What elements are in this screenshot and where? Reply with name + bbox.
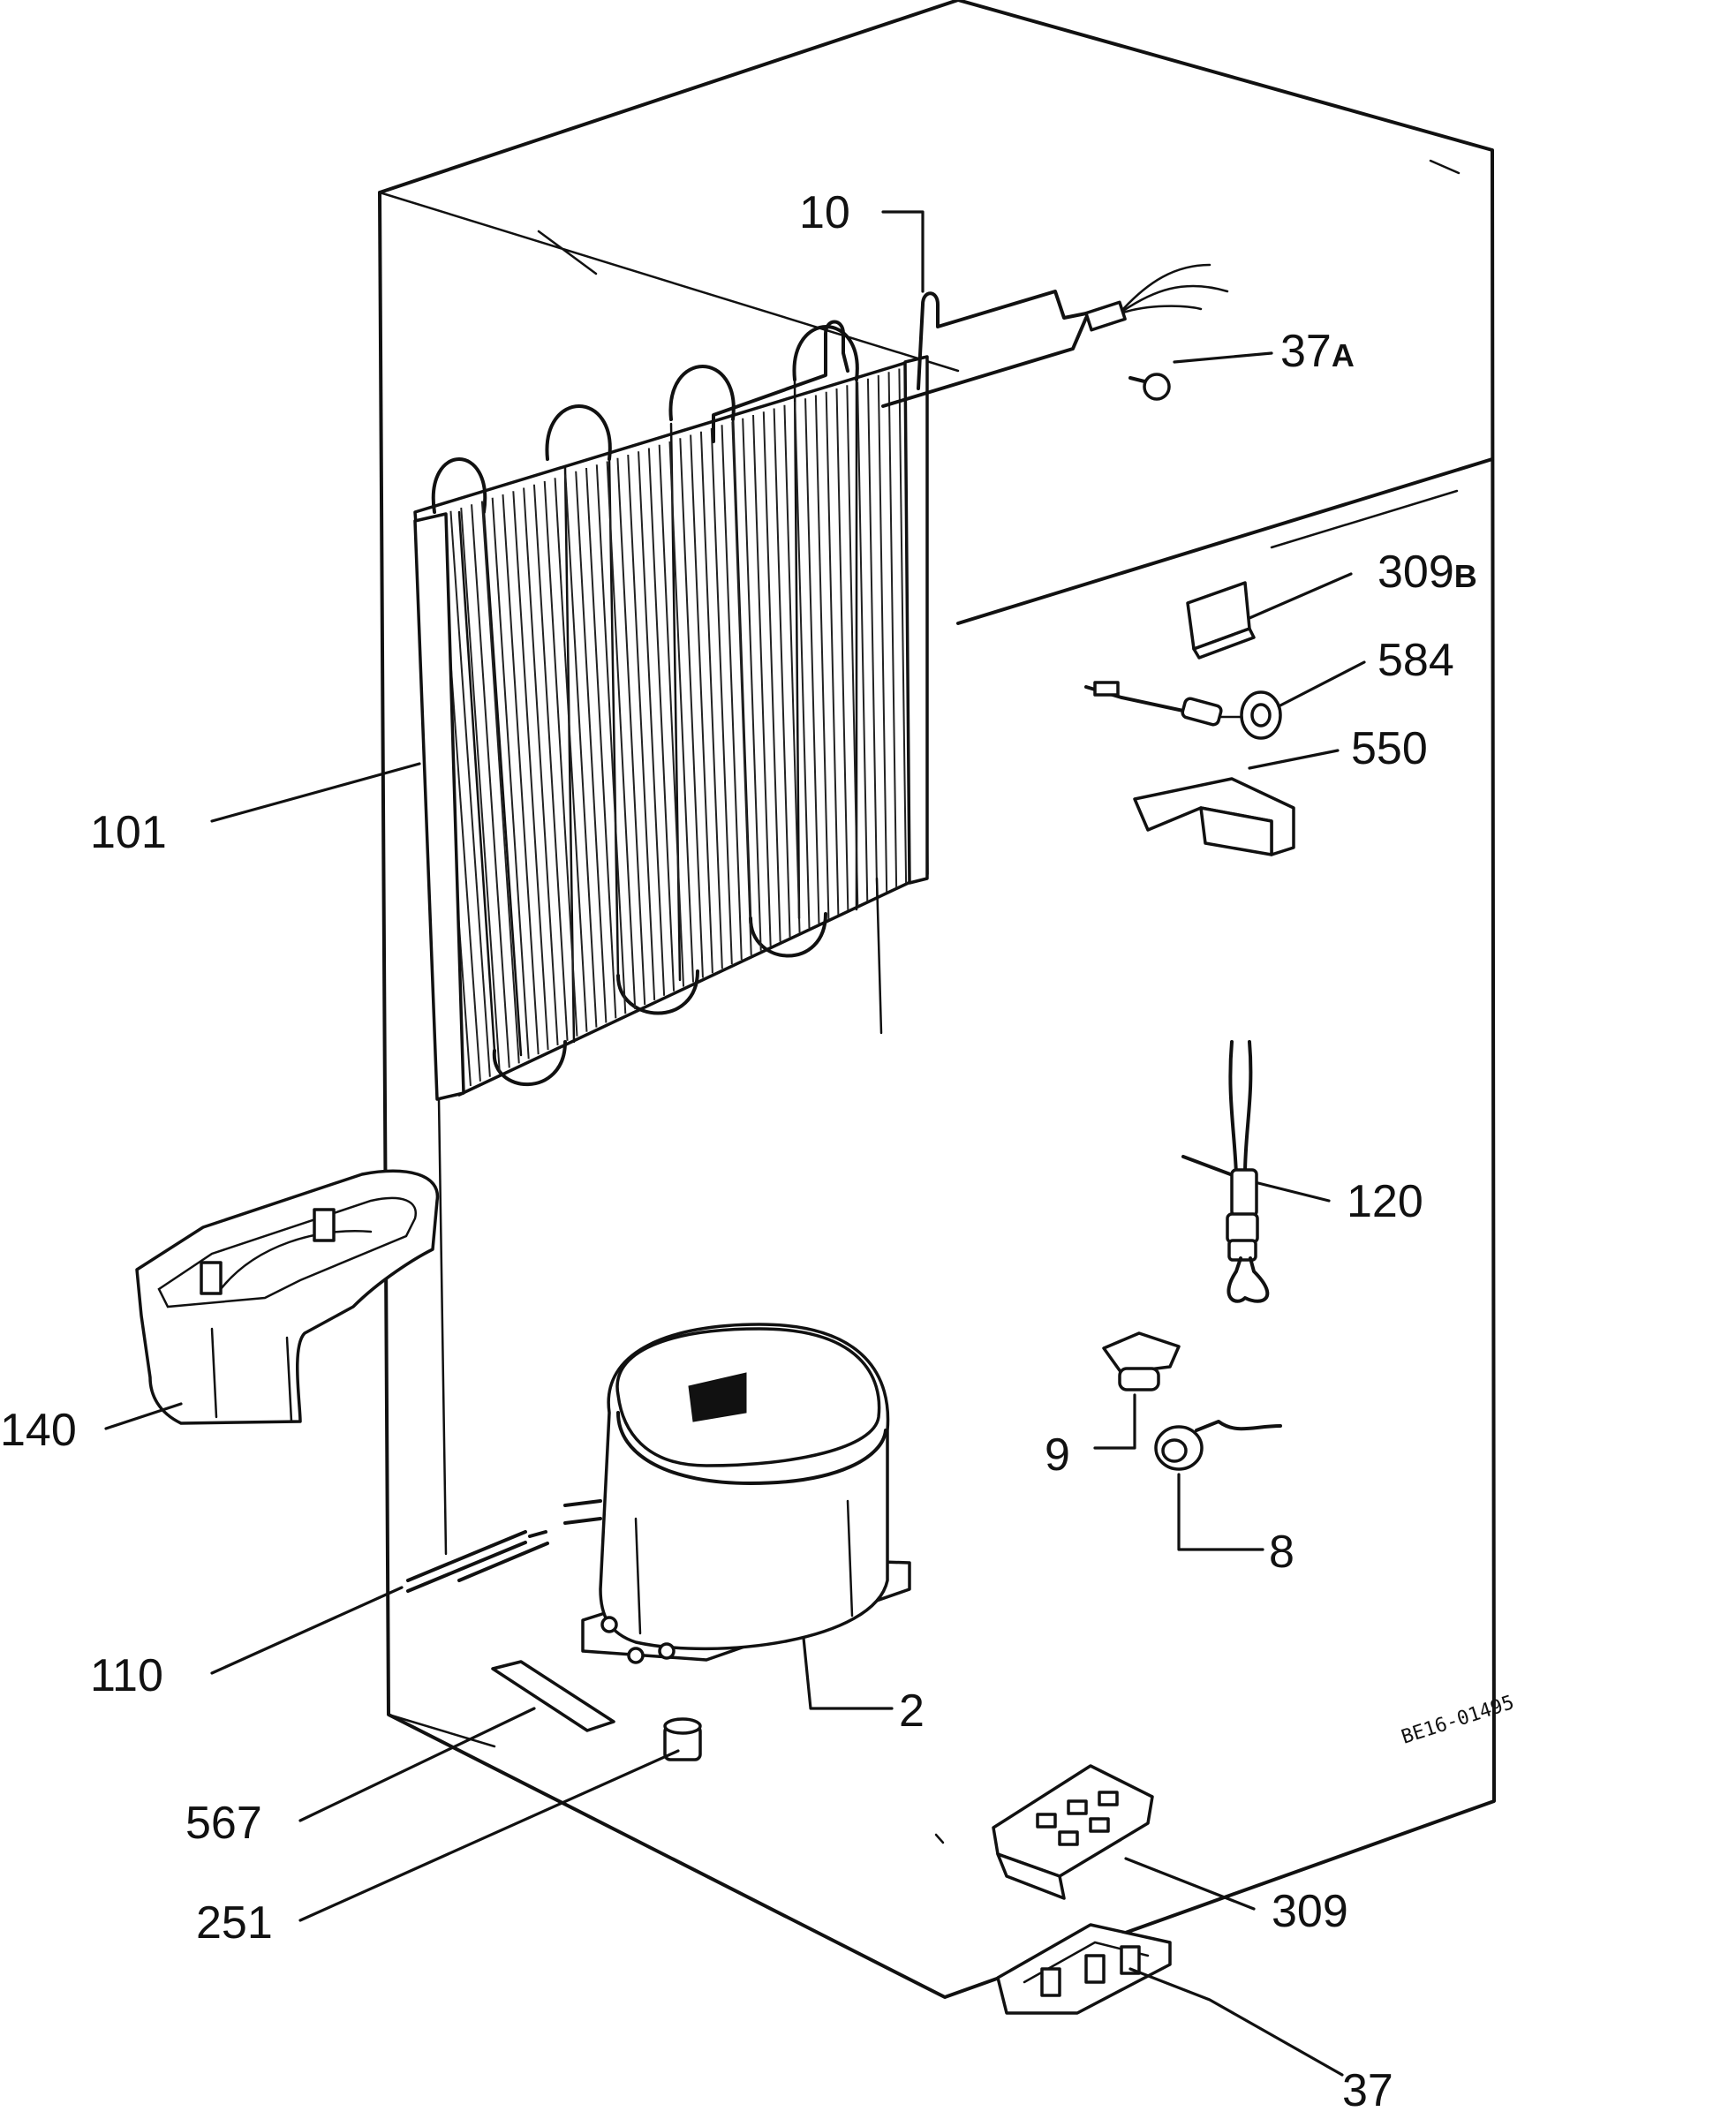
condenser-fin xyxy=(835,388,849,910)
condenser-fin xyxy=(554,478,588,1032)
part-label-120: 120 xyxy=(1347,1176,1423,1227)
condenser-fin xyxy=(627,454,656,1000)
part-label-10: 10 xyxy=(799,187,850,238)
capillary-drier-10 xyxy=(712,263,1229,443)
condenser-fin xyxy=(575,471,608,1023)
cabinet-outline xyxy=(378,0,1496,1999)
condenser-fin xyxy=(783,404,801,933)
condenser-fin xyxy=(710,427,733,965)
condenser-fin xyxy=(804,398,820,924)
condenser-fin xyxy=(898,368,908,884)
condenser-fin xyxy=(814,395,830,920)
part-label-567: 567 xyxy=(185,1798,262,1849)
compressor-2 xyxy=(528,1323,911,1664)
condenser-fin xyxy=(585,467,617,1019)
terminal-block-309 xyxy=(992,1764,1154,1900)
bracket-550 xyxy=(1133,777,1295,856)
part-label-550: 550 xyxy=(1351,723,1428,774)
condenser-101 xyxy=(413,325,929,1556)
part-label-101: 101 xyxy=(90,807,167,858)
part-label-140: 140 xyxy=(0,1405,77,1456)
overload-8 xyxy=(1154,1420,1282,1471)
condenser-fin xyxy=(846,385,859,906)
condenser-fin xyxy=(471,504,510,1068)
condenser-fin xyxy=(857,381,869,901)
cover-309b xyxy=(1186,581,1256,660)
condenser-fin xyxy=(877,374,888,893)
cover-box-37 xyxy=(996,1923,1172,2015)
part-label-110: 110 xyxy=(90,1650,163,1701)
condenser-fin xyxy=(606,461,637,1010)
condenser-fin xyxy=(668,441,694,983)
part-label-309: 309 xyxy=(1272,1886,1348,1937)
condenser-fin xyxy=(825,391,840,915)
tube-110 xyxy=(406,1530,549,1593)
condenser-fin xyxy=(866,378,879,897)
part-label-584: 584 xyxy=(1377,635,1454,686)
part-label-9: 9 xyxy=(1045,1429,1070,1481)
part-label-251: 251 xyxy=(196,1897,273,1949)
part-labels: 10 37A 309B 584 550 101 120 140 9 8 110 … xyxy=(0,187,1477,2116)
condenser-fin xyxy=(773,408,791,938)
drip-tray-140 xyxy=(135,1169,440,1425)
condenser-fin xyxy=(647,448,676,992)
part-label-37a: 37A xyxy=(1280,326,1355,377)
condenser-fin xyxy=(532,484,569,1041)
condenser-fin xyxy=(742,418,762,951)
condenser-fin xyxy=(721,425,743,961)
condenser-fin xyxy=(512,491,549,1051)
condenser-fin xyxy=(460,507,501,1073)
condenser-fin xyxy=(679,438,704,978)
relay-9 xyxy=(1102,1331,1181,1391)
condenser-fin xyxy=(491,497,530,1060)
condenser-fin xyxy=(690,434,713,974)
condenser-fin xyxy=(794,401,811,929)
condenser-fin xyxy=(887,372,898,888)
part-label-8: 8 xyxy=(1269,1527,1294,1578)
part-label-2: 2 xyxy=(899,1685,925,1737)
condenser-fin xyxy=(699,431,723,969)
part-label-37: 37 xyxy=(1342,2065,1393,2116)
condenser-fin xyxy=(731,421,752,955)
condenser-fin xyxy=(564,474,598,1028)
condenser-fin xyxy=(638,451,666,996)
condenser-fin xyxy=(658,444,685,987)
condenser-fin xyxy=(523,487,559,1046)
condenser-fin xyxy=(595,464,627,1014)
plug-37a xyxy=(1128,373,1171,401)
sensor-584 xyxy=(1084,681,1282,740)
condenser-fin xyxy=(480,501,520,1064)
thermostat-120 xyxy=(1181,1040,1270,1303)
plate-567 xyxy=(491,1660,615,1732)
condenser-fin xyxy=(543,480,578,1037)
callout-leaders xyxy=(104,210,1366,2077)
condenser-fin xyxy=(449,510,491,1077)
part-label-309b: 309B xyxy=(1377,547,1477,598)
drawing-code: BE16-01495 xyxy=(1399,1692,1517,1749)
condenser-fin xyxy=(752,414,772,946)
condenser-fin xyxy=(762,411,781,942)
condenser-fin xyxy=(616,457,646,1006)
condenser-fin xyxy=(502,494,540,1055)
